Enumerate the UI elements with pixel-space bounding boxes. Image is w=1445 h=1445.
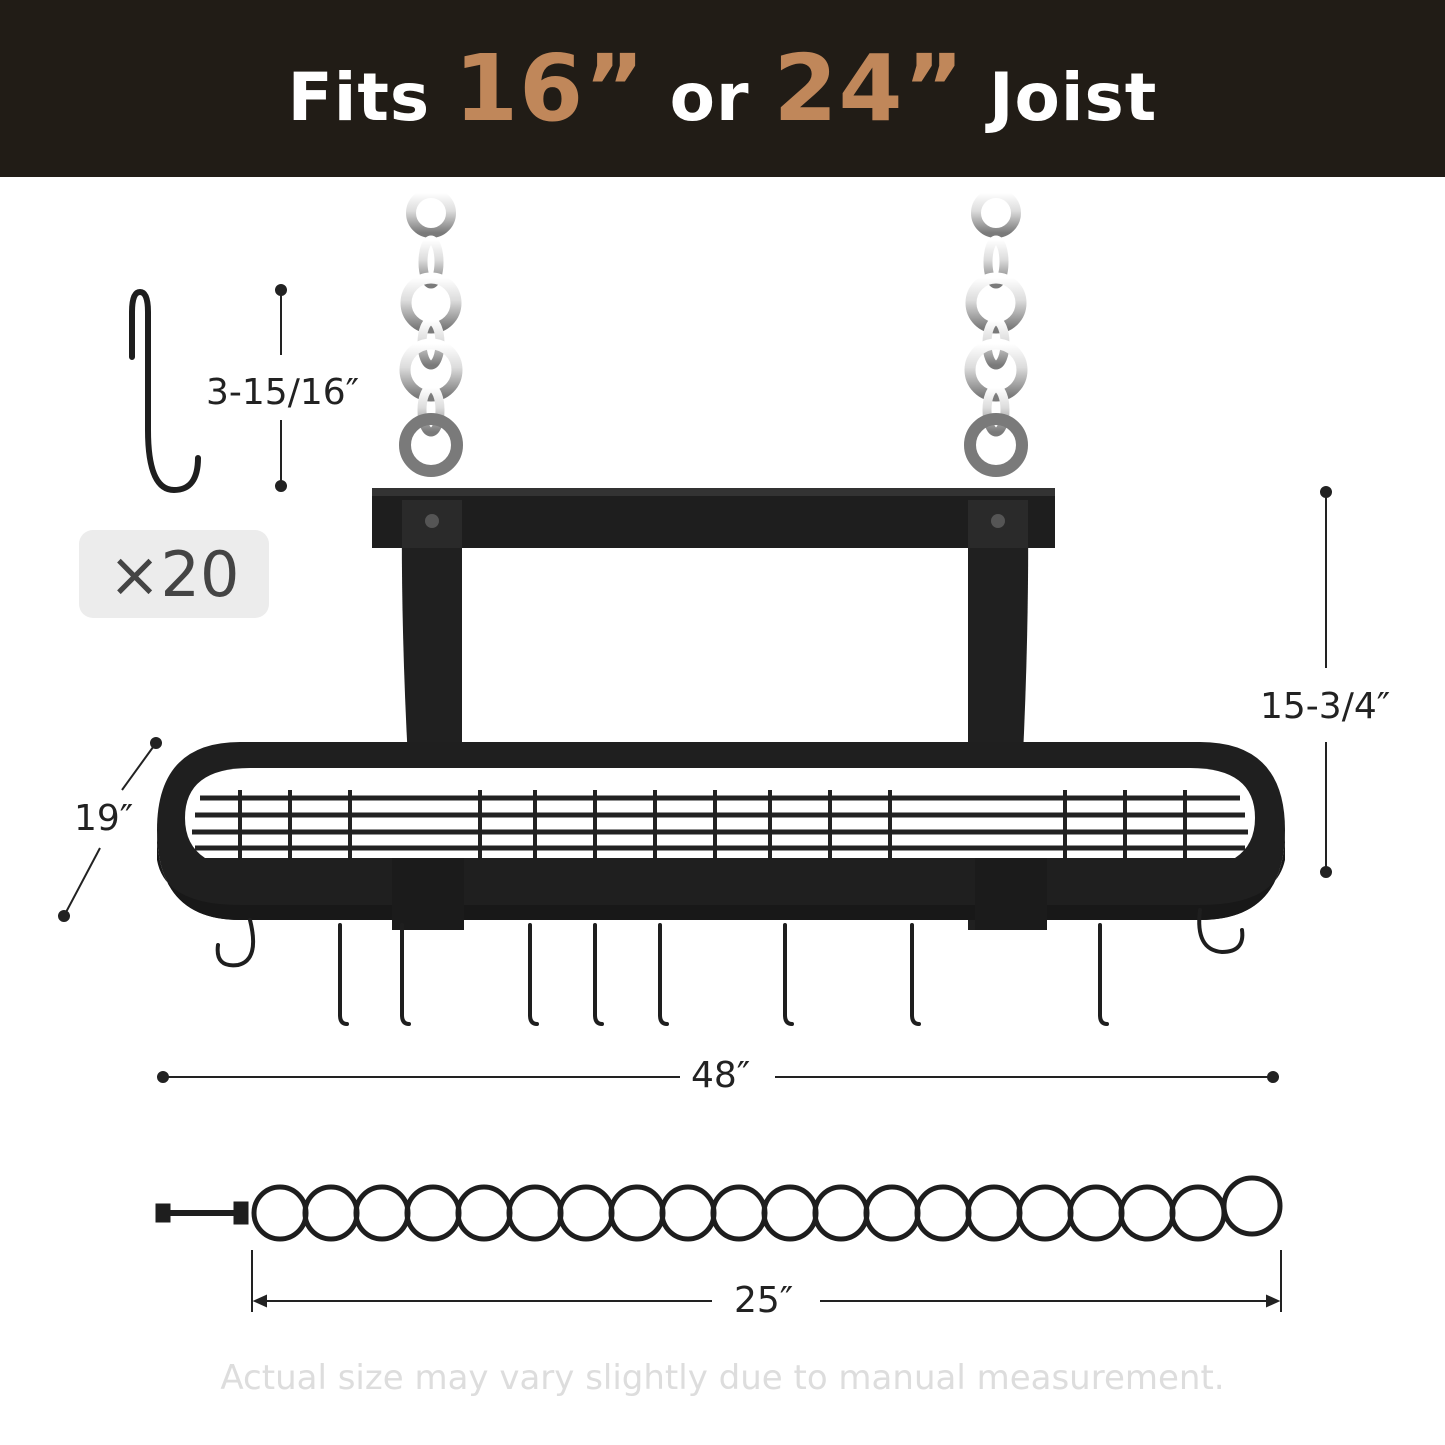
chain-length-label: 25″ [734, 1280, 794, 1321]
headline-prefix: Fits [287, 58, 455, 136]
headline-suffix: Joist [965, 58, 1158, 136]
joist-size-16: 16” [454, 34, 646, 142]
hook-height-line [275, 284, 287, 492]
headline: Fits 16” or 24” Joist [287, 42, 1158, 136]
disclaimer-text: Actual size may vary slightly due to man… [220, 1358, 1225, 1398]
hanging-chain-left [399, 188, 463, 477]
hook-count-badge: ×20 [79, 530, 269, 618]
extension-chain [155, 1175, 1283, 1242]
chain-length-line [251, 1250, 1282, 1312]
hanging-chain-right [964, 188, 1028, 477]
height-line [1320, 486, 1332, 878]
s-hook-icon [129, 288, 201, 494]
pot-rack [157, 488, 1285, 1026]
joist-size-24: 24” [773, 34, 966, 142]
hook-height-label: 3-15/16″ [206, 372, 360, 413]
width-label: 48″ [691, 1055, 751, 1096]
depth-label: 19″ [74, 798, 134, 839]
height-label: 15-3/4″ [1260, 686, 1391, 727]
depth-line [58, 737, 162, 922]
title-banner: Fits 16” or 24” Joist [0, 0, 1445, 177]
width-line [157, 1071, 1279, 1083]
headline-connector: or [645, 58, 774, 136]
